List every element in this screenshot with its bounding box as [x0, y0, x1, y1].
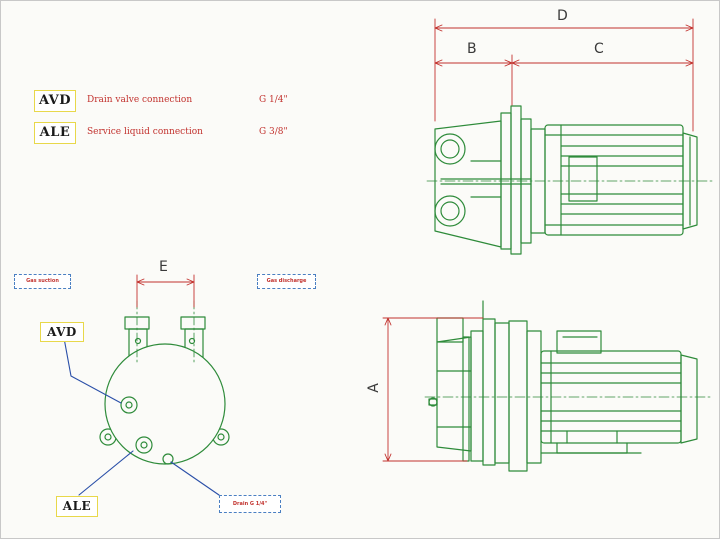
callout-ale: ALE: [56, 496, 98, 517]
top-view-pump: [434, 105, 698, 255]
gas-suction-tag: Gas suction: [14, 274, 71, 289]
drain-tag: Drain G 1/4": [219, 495, 281, 513]
legend-desc-avd: Drain valve connection: [87, 95, 193, 105]
dimension-label-d: D: [557, 8, 568, 24]
legend-desc-ale: Service liquid connection: [87, 127, 203, 137]
legend-size-avd: G 1/4": [259, 95, 288, 105]
side-view-pump: [428, 300, 698, 472]
end-view-pump: [99, 316, 230, 465]
callout-avd: AVD: [40, 322, 84, 342]
callout-leaders: [63, 337, 220, 496]
legend-code-avd: AVD: [34, 90, 76, 112]
legend-code-ale: ALE: [34, 122, 76, 144]
dimension-label-e: E: [159, 259, 168, 275]
top-view-dimensions: [434, 18, 694, 132]
end-view-dimension-e: [136, 274, 195, 308]
legend-size-ale: G 3/8": [259, 127, 288, 137]
side-view-dimension-a: [382, 317, 484, 462]
gas-discharge-tag: Gas discharge: [257, 274, 316, 289]
dimension-label-b: B: [467, 41, 477, 57]
dimension-label-c: C: [594, 41, 604, 57]
dimension-label-a: A: [365, 383, 382, 393]
